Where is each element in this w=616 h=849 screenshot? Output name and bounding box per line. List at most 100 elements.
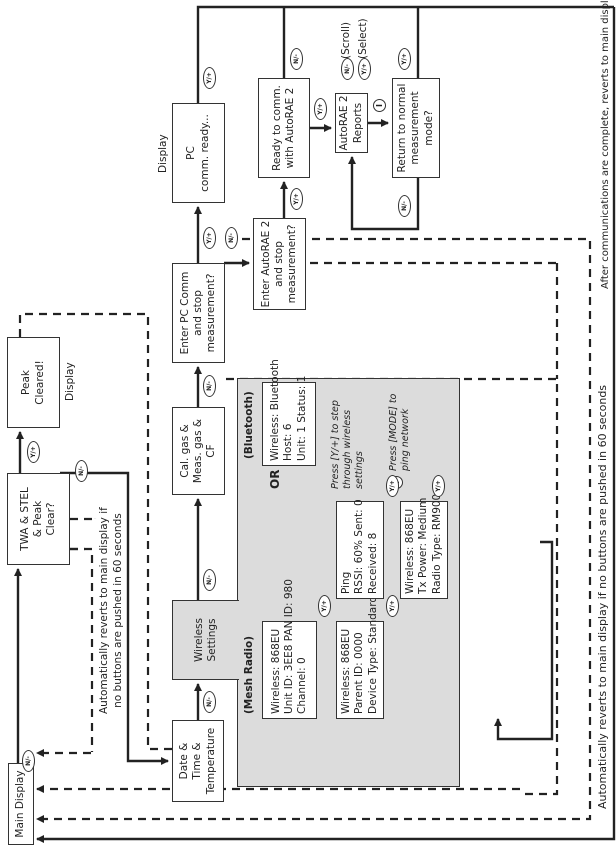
bluetooth-title: (Bluetooth) [243, 391, 255, 459]
no-button-icon: N/- [225, 227, 238, 249]
no-button-icon: N/- [341, 58, 354, 80]
no-button-icon: N/- [203, 691, 216, 713]
pc-comm-ready-box: PC comm. ready... [172, 103, 225, 203]
box-line: Enter PC Comm [178, 271, 191, 355]
no-button-icon: N/- [22, 750, 35, 772]
box-line: Settings [206, 618, 218, 662]
ping-hint: Press [MODE] to ping network [388, 381, 412, 471]
step-hint: Press [Y/+] to step through wireless set… [330, 389, 366, 489]
box-line: Time & [191, 742, 204, 780]
box-line: comm. ready... [198, 114, 211, 192]
yes-button-icon: Y/+ [398, 48, 411, 70]
box-line: mode? [422, 110, 435, 146]
box-line: TWA & STEL [18, 487, 31, 551]
main-display-label: Main Display [14, 770, 27, 838]
screen-line: Parent ID: 0000 [353, 632, 366, 714]
yes-button-icon: Y/+ [203, 227, 216, 249]
box-line: AutoRAE 2 [338, 95, 351, 151]
screen-line: Channel: 0 [296, 657, 309, 714]
ready-to-comm-box: Ready to comm. with AutoRAE 2 [258, 78, 310, 178]
box-line: Peak [20, 370, 33, 395]
screen-line: Ping [340, 571, 353, 594]
mesh-radio-title: (Mesh Radio) [243, 635, 255, 714]
yes-button-icon: Y/+ [358, 58, 371, 80]
box-line: & Peak [31, 500, 44, 538]
screen-line: Device Type: Standard [366, 595, 379, 714]
auto-revert-note-1: Automatically reverts to main display if… [97, 507, 125, 714]
no-button-icon: N/- [203, 569, 216, 591]
date-time-temperature-box: Date & Time & Temperature [172, 720, 224, 802]
mesh-screen-2: Wireless: 868EU Parent ID: 0000 Device T… [336, 596, 384, 719]
yes-button-icon: Y/+ [432, 475, 445, 497]
mesh-screen-4: Wireless: 868EU Tx Power: Medium Radio T… [400, 494, 448, 599]
select-label: (Select) [357, 18, 369, 59]
enter-autorae-box: Enter AutoRAE 2 and stop measurement? [253, 218, 306, 310]
screen-line: Unit: 1 Status: 1 [295, 375, 308, 461]
no-button-icon: N/- [75, 460, 88, 482]
twa-stel-peak-clear-box: TWA & STEL & Peak Clear? [7, 473, 70, 565]
mode-button-icon: I [373, 99, 386, 112]
mesh-screen-3: Ping RSSI: 60% Sent: 0 Received: 8 [336, 499, 384, 599]
no-button-icon: N/- [203, 375, 216, 397]
cal-gas-box: Cal. gas & Meas. gas & CF [172, 407, 225, 495]
box-line: and stop [272, 241, 285, 287]
screen-line: Wireless: Bluetooth [269, 359, 282, 461]
display-label-peak: Display [64, 362, 76, 401]
box-line: Reports [351, 102, 364, 144]
box-line: with AutoRAE 2 [284, 87, 296, 169]
box-line: Return to normal [396, 83, 409, 173]
auto-revert-note-2: Automatically reverts to main display if… [596, 384, 609, 809]
display-label-pc: Display [157, 134, 169, 173]
box-line: Cal. gas & [178, 424, 191, 478]
box-line: Enter AutoRAE 2 [259, 220, 272, 308]
screen-line: Wireless: 868EU [340, 628, 353, 714]
note-line: Automatically reverts to main display if [98, 507, 110, 714]
hint-line: Press [Y/+] to step [330, 400, 341, 489]
peak-cleared-box: Peak Cleared! [7, 337, 60, 428]
box-line: and stop [191, 290, 204, 336]
box-line: measurement [409, 91, 422, 165]
main-display-box: Main Display [8, 763, 34, 845]
box-line: Clear? [45, 502, 58, 536]
hint-line: ping network [399, 408, 411, 471]
autorae-reports-box: AutoRAE 2 Reports [335, 93, 368, 153]
box-line: measurement? [205, 273, 218, 353]
no-button-icon: N/- [290, 48, 303, 70]
screen-line: RSSI: 60% Sent: 0 [353, 499, 366, 594]
yes-button-icon: Y/+ [318, 595, 331, 617]
box-line: Date & [178, 742, 191, 780]
enter-pc-comm-box: Enter PC Comm and stop measurement? [172, 263, 225, 363]
box-line: measurement? [286, 224, 299, 304]
yes-button-icon: Y/+ [386, 475, 399, 497]
wireless-settings-tab: Wireless Settings [172, 600, 239, 680]
screen-line: Unit ID: 3EE8 PAN ID: 980 [282, 579, 295, 714]
box-line: Ready to comm. [270, 85, 283, 171]
screen-line: Tx Power: Medium [417, 497, 430, 594]
yes-button-icon: Y/+ [27, 441, 40, 463]
hint-line: through wireless [341, 409, 353, 489]
after-comm-note-right: After communications are complete, rever… [600, 0, 611, 289]
screen-line: Received: 8 [366, 532, 379, 594]
screen-line: Host: 6 [282, 423, 295, 461]
screen-line: Wireless: 868EU [269, 628, 282, 714]
or-label: OR [268, 469, 282, 489]
yes-button-icon: Y/+ [386, 595, 399, 617]
note-line: no buttons are pushed in 60 seconds [112, 513, 125, 708]
box-line: Cleared! [33, 360, 46, 405]
hint-line: Press [MODE] to [388, 393, 399, 471]
box-line: Meas. gas & [191, 418, 204, 484]
no-button-icon: N/- [398, 195, 411, 217]
bluetooth-screen-box: Wireless: Bluetooth Host: 6 Unit: 1 Stat… [262, 359, 316, 466]
mesh-screen-1: Wireless: 868EU Unit ID: 3EE8 PAN ID: 98… [262, 579, 317, 719]
box-line: Temperature [204, 727, 217, 795]
box-line: PC [185, 146, 198, 160]
scroll-label: (Scroll) [340, 22, 352, 59]
screen-line: Radio Type: RM900 [430, 493, 443, 594]
yes-button-icon: Y/+ [290, 188, 303, 210]
yes-button-icon: Y/+ [314, 98, 327, 120]
hint-line: settings [353, 451, 365, 489]
screen-line: Wireless: 868EU [404, 508, 417, 594]
box-line: CF [205, 444, 218, 458]
